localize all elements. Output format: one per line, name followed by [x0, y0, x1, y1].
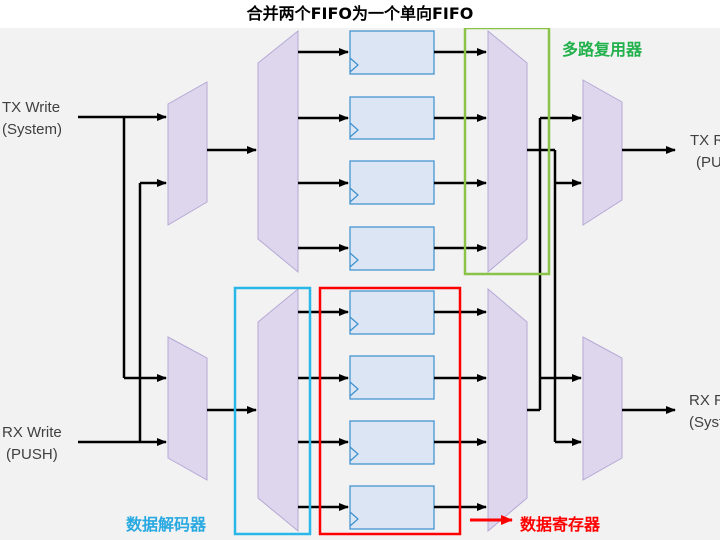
tx-register-4	[349, 226, 435, 271]
rx-register-2	[349, 355, 435, 400]
tx-input-mux	[167, 81, 208, 226]
mux-annotation: 多路复用器	[562, 40, 643, 59]
mux-highlight-box	[463, 28, 551, 276]
tx-register-2	[349, 96, 435, 140]
rx-decoder	[257, 287, 299, 533]
tx-final-mux	[582, 79, 623, 226]
diagram-canvas	[0, 28, 720, 540]
rx-input-mux	[167, 336, 208, 481]
register-annotation: 数据寄存器	[520, 515, 601, 534]
register-clock-marks	[349, 57, 359, 527]
rx-write-label: RX Write (PUSH)	[2, 424, 62, 463]
rx-register-3	[349, 420, 435, 465]
tx-register-3	[349, 160, 435, 205]
decoder-annotation: 数据解码器	[126, 515, 207, 534]
tx-register-1	[349, 30, 435, 75]
register-highlight-box	[318, 286, 462, 536]
rx-read-label: RX R (Syst	[689, 392, 720, 431]
tx-read-label: TX R (PU	[690, 132, 720, 171]
rx-final-mux	[582, 336, 623, 481]
rx-register-4	[349, 485, 435, 530]
tx-write-label: TX Write (System)	[2, 99, 62, 138]
tx-output-mux	[487, 29, 528, 274]
rx-register-1	[349, 290, 435, 335]
diagram-title: 合并两个FIFO为一个单向FIFO	[0, 0, 720, 28]
tx-decoder	[257, 29, 299, 274]
rx-output-mux	[487, 287, 528, 533]
fifo-diagram	[78, 28, 676, 536]
decoder-highlight-box	[233, 286, 312, 536]
